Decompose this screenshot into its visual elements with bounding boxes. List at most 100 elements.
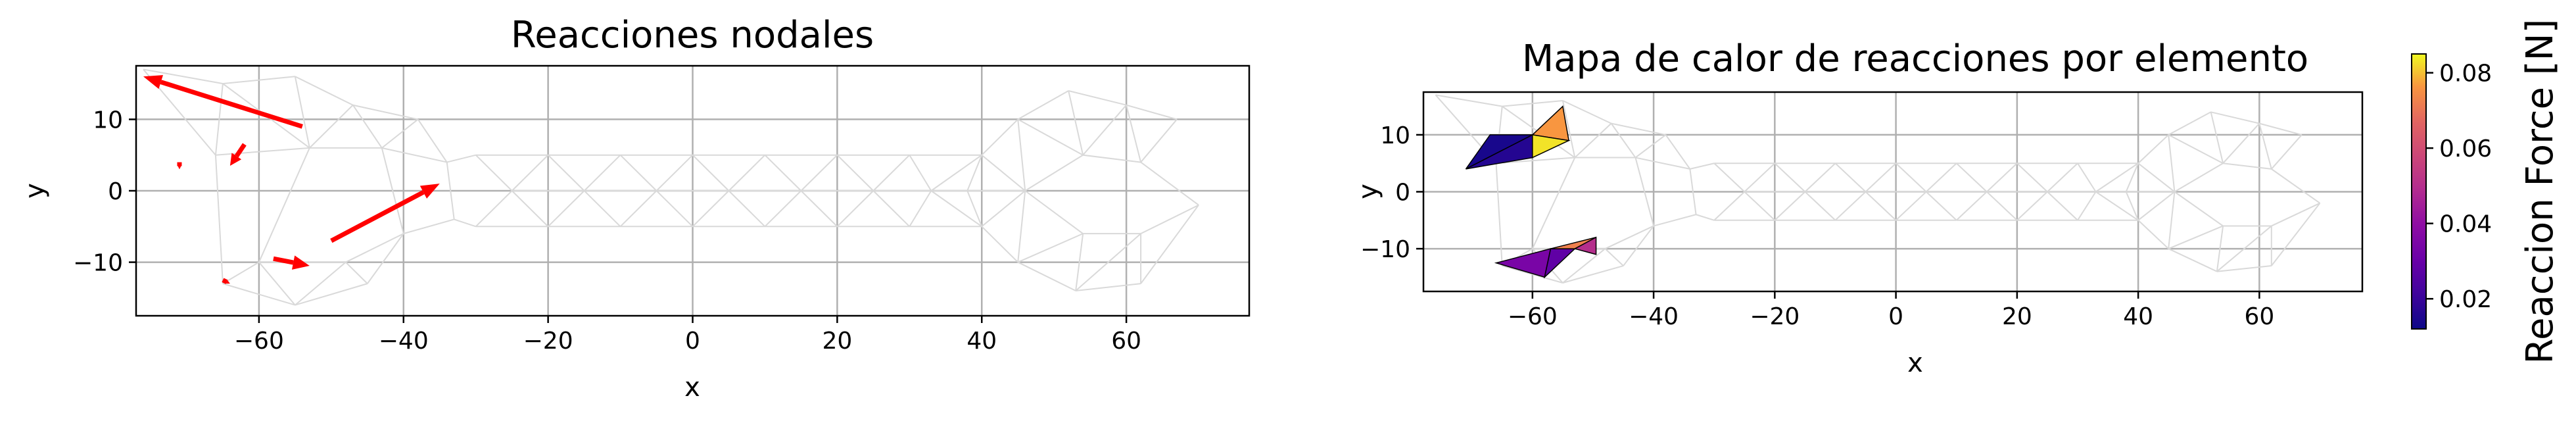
mesh-edge	[475, 155, 513, 191]
x-tick-label: 20	[822, 328, 852, 355]
mesh-edge	[1744, 162, 1776, 193]
mesh-edge	[966, 155, 983, 191]
mesh-edge	[222, 261, 260, 285]
mesh-edge	[295, 283, 368, 306]
mesh-edge	[1140, 204, 1199, 235]
mesh-edge	[2137, 162, 2176, 193]
mesh-edge	[1531, 157, 1576, 249]
mesh-edge	[2047, 162, 2078, 193]
mesh-edge	[1140, 205, 1199, 284]
mesh-edge	[619, 155, 657, 191]
mesh-edge	[1076, 283, 1141, 291]
mesh-edge	[352, 105, 383, 149]
mesh	[143, 68, 1199, 306]
mesh-edge	[1610, 123, 1636, 159]
mesh-edge	[1502, 99, 1563, 107]
mesh-edge	[2168, 134, 2224, 164]
mesh-edge	[381, 147, 447, 163]
mesh-edge	[1689, 168, 1697, 215]
reaction-arrow	[234, 143, 247, 158]
mesh-edge	[1690, 162, 1715, 170]
mesh-edge	[1834, 191, 1867, 221]
mesh-edge	[2047, 191, 2078, 221]
mesh-edge	[1611, 122, 1666, 136]
mesh-edge	[2271, 134, 2302, 170]
reaction-arrows	[143, 75, 440, 284]
mesh-edge	[1562, 248, 1606, 284]
colorbar: 0.020.040.060.08 Reaccion Force [N]	[2411, 19, 2562, 364]
mesh-edge	[656, 190, 694, 227]
mesh-edge	[1634, 157, 1655, 226]
y-axis-label: y	[1353, 184, 1383, 199]
mesh-edge	[547, 190, 585, 227]
mesh-edge	[1017, 118, 1084, 156]
mesh-edge	[800, 155, 838, 191]
mesh-edge	[345, 261, 368, 284]
mesh-edge	[1865, 162, 1897, 193]
reaction-arrow	[330, 190, 425, 243]
colorbar-gradient	[2411, 53, 2427, 330]
mesh-edge	[692, 190, 730, 227]
mesh-edge	[2271, 203, 2321, 266]
mesh-edge	[1068, 90, 1084, 155]
mesh-edge	[381, 147, 404, 234]
mesh-edge	[352, 104, 418, 120]
mesh-edge	[2210, 111, 2260, 124]
mesh-edge	[1562, 265, 1624, 284]
x-tick-label: 20	[2002, 303, 2032, 330]
mesh-edge	[728, 190, 766, 227]
chart-title: Mapa de calor de reacciones por elemento	[1522, 37, 2308, 80]
y-tick-label: 10	[1380, 122, 1410, 149]
mesh-edge	[909, 190, 932, 227]
mesh-edge	[2216, 225, 2272, 272]
mesh-edge	[1496, 157, 1575, 164]
mesh-edge	[1075, 233, 1141, 291]
mesh-edge	[309, 105, 354, 149]
mesh-edge	[1126, 104, 1178, 120]
mesh-edge	[2271, 202, 2320, 227]
mesh-edge	[475, 190, 513, 227]
x-tick-label: 60	[2244, 303, 2274, 330]
mesh-edge	[1140, 118, 1178, 163]
mesh-edge	[2016, 191, 2048, 221]
mesh-edge	[872, 190, 911, 227]
mesh-edge	[446, 154, 476, 163]
mesh-edge	[1925, 191, 1957, 221]
mesh-edge	[2210, 112, 2224, 164]
mesh-edge	[214, 155, 224, 284]
mesh-edge	[2216, 226, 2224, 272]
mesh-edge	[258, 147, 310, 262]
mesh-edge	[930, 154, 982, 191]
reaction-arrow	[273, 256, 294, 265]
x-tick-label: −60	[1508, 303, 1558, 330]
mesh-edge	[511, 190, 549, 227]
mesh-edge	[1017, 233, 1084, 263]
mesh-edge	[966, 190, 983, 227]
mesh-edge	[836, 190, 874, 227]
mesh-edge	[872, 155, 911, 191]
reaction-arrow-head	[178, 166, 181, 170]
colorbar-tick-label: 0.04	[2439, 211, 2492, 238]
mesh-edge	[1774, 191, 1806, 221]
mesh-edge	[583, 190, 621, 227]
x-tick-label: −40	[1629, 303, 1679, 330]
mesh-edge	[1140, 161, 1199, 206]
mesh-edge	[1017, 261, 1076, 291]
mesh-edge	[1623, 225, 1654, 266]
mesh-edge	[1024, 190, 1084, 234]
mesh-edge	[2168, 248, 2218, 272]
mesh-edge	[1082, 105, 1127, 156]
mesh-edge	[981, 190, 1026, 228]
mesh-edge	[1017, 119, 1026, 191]
reaction-arrow-head	[226, 280, 230, 284]
mesh-edge	[547, 155, 585, 191]
mesh-edge	[981, 226, 1018, 263]
mesh-edge	[2077, 162, 2097, 193]
mesh-edge	[583, 155, 621, 191]
y-tick-label: 0	[1395, 180, 1410, 207]
mesh-edge	[981, 154, 1026, 191]
mesh-edge	[222, 283, 296, 306]
mesh-edge	[1986, 162, 2018, 193]
colorbar-tick-label: 0.02	[2439, 286, 2492, 313]
